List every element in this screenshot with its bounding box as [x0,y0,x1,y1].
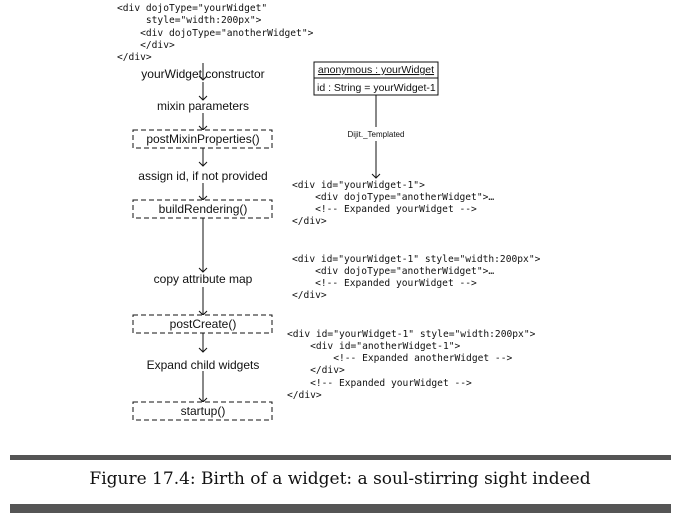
attr-snippet-line-3: <!-- Expanded yourWidget --> [292,278,477,289]
step-post-create: postCreate() [170,317,237,331]
step-copy-attribute-map: copy attribute map [154,272,253,286]
source-markup-block: <div dojoType="yourWidget" style="width:… [117,3,314,63]
caption-top-rule [10,455,671,460]
attr-snippet-line-4: </div> [292,290,327,301]
startup-box [132,401,273,421]
templated-link-label: Dijit._Templated [348,130,405,139]
source-line-5: </div> [117,52,152,63]
step-build-rendering: buildRendering() [159,202,248,216]
child-snippet-line-1: <div id="yourWidget-1" style="width:200p… [287,329,536,340]
source-line-3: <div dojoType="anotherWidget"> [117,28,314,39]
source-line-4: </div> [117,40,175,51]
child-snippet-line-4: </div> [287,365,345,376]
build-rendering-snippet: <div id="yourWidget-1"> <div dojoType="a… [292,180,494,227]
build-rendering-box [132,199,273,219]
child-snippet-line-6: </div> [287,390,322,401]
post-create-box [132,314,273,334]
step-expand-child-widgets: Expand child widgets [147,358,260,372]
uml-link-arrowhead [371,173,381,179]
child-snippet-line-2: <div id="anotherWidget-1"> [287,341,461,352]
caption-bottom-rule [10,504,671,513]
figure-caption: Figure 17.4: Birth of a widget: a soul-s… [89,469,590,489]
attribute-map-snippet: <div id="yourWidget-1" style="width:200p… [292,254,541,301]
build-snippet-line-3: <!-- Expanded yourWidget --> [292,204,477,215]
build-snippet-line-2: <div dojoType="anotherWidget">… [292,192,494,203]
post-mixin-box [132,129,273,149]
build-snippet-line-4: </div> [292,216,327,227]
step-constructor: yourWidget constructor [141,67,264,81]
step-post-mixin-properties: postMixinProperties() [146,132,259,146]
build-snippet-line-1: <div id="yourWidget-1"> [292,180,425,191]
source-line-2: style="width:200px"> [117,15,262,26]
child-widgets-snippet: <div id="yourWidget-1" style="width:200p… [287,329,536,401]
child-snippet-line-3: <!-- Expanded anotherWidget --> [287,353,512,364]
step-assign-id: assign id, if not provided [138,169,267,183]
uml-object-attribute: id : String = yourWidget-1 [317,82,436,94]
uml-object-box: anonymous : yourWidget id : String = you… [313,61,439,96]
step-startup: startup() [181,404,226,418]
step-mixin-parameters: mixin parameters [157,99,249,113]
uml-object-title: anonymous : yourWidget [318,64,434,76]
attr-snippet-line-2: <div dojoType="anotherWidget">… [292,266,494,277]
child-snippet-line-5: <!-- Expanded yourWidget --> [287,378,472,389]
attr-snippet-line-1: <div id="yourWidget-1" style="width:200p… [292,254,541,265]
flow-arrows [198,63,208,403]
source-line-1: <div dojoType="yourWidget" [117,3,267,14]
